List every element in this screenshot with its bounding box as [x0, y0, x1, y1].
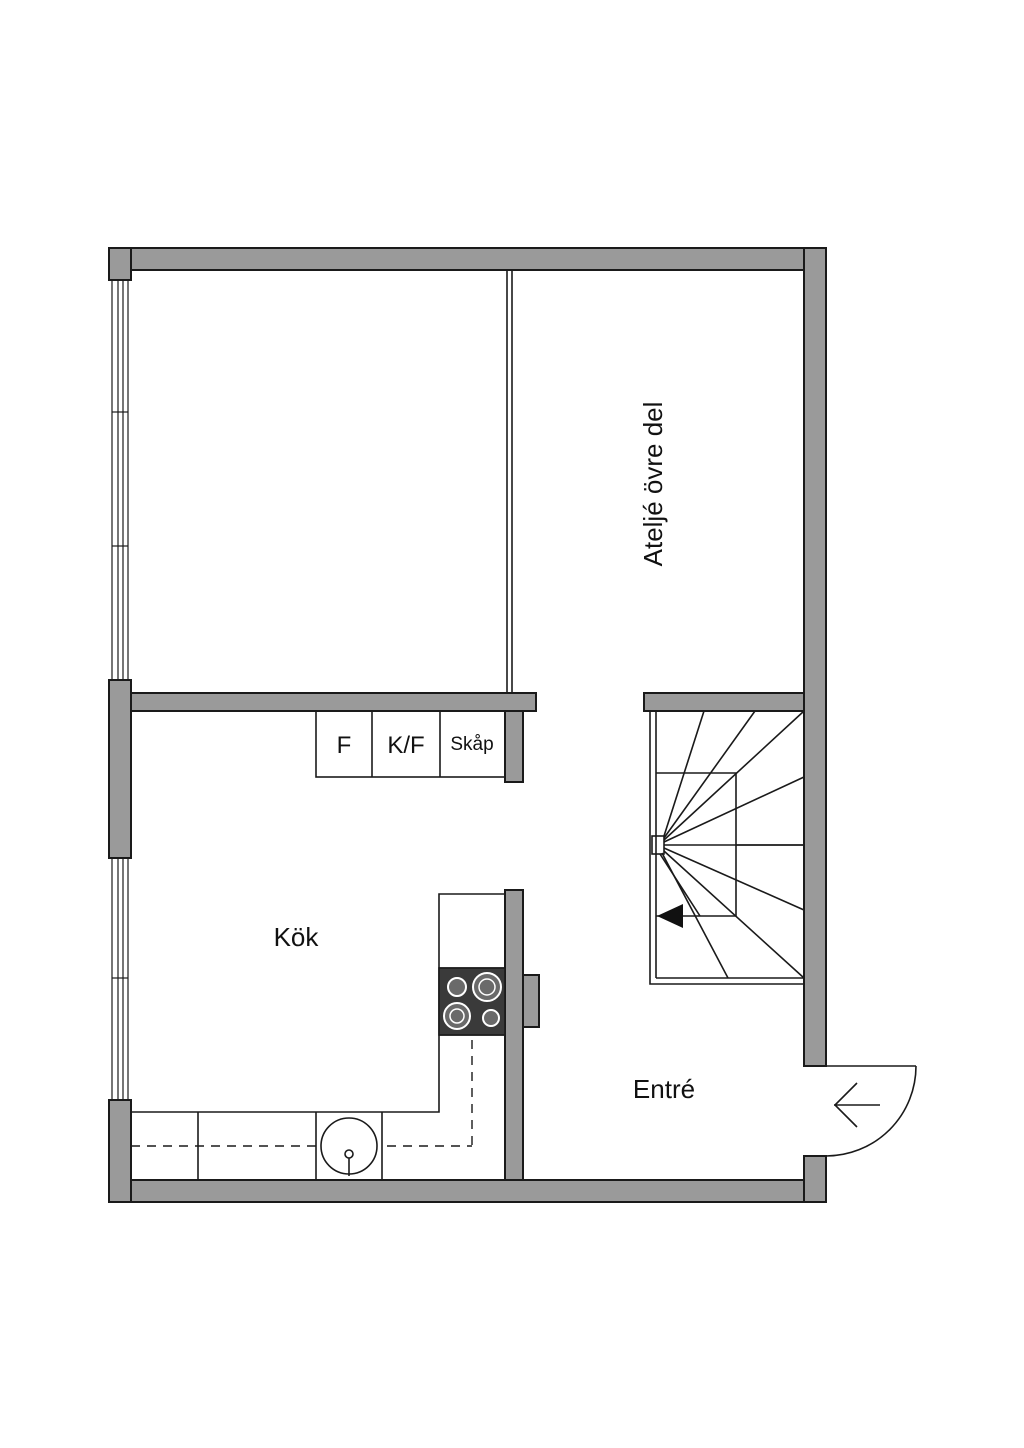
staircase — [649, 710, 805, 985]
fridge-freezer-label: K/F — [387, 732, 424, 759]
cabinet-label: Skåp — [450, 734, 493, 755]
entrance-arrow-icon — [833, 1082, 880, 1128]
entrance-door[interactable] — [825, 1065, 917, 1157]
exterior-walls — [108, 247, 827, 1203]
window-upper — [111, 279, 129, 681]
freezer-label: F — [337, 732, 352, 759]
interior-walls — [130, 692, 805, 1181]
stove-icon — [438, 967, 506, 1036]
partition-upper — [506, 270, 513, 693]
stairs-down-arrow-icon — [657, 904, 683, 928]
window-lower — [111, 857, 129, 1101]
room-label-atelje: Ateljé övre del — [638, 402, 668, 567]
room-label-entre: Entré — [633, 1074, 695, 1104]
appliance-row: F K/F Skåp — [315, 710, 506, 778]
sink-icon — [317, 1117, 381, 1176]
room-label-kok: Kök — [274, 922, 320, 952]
